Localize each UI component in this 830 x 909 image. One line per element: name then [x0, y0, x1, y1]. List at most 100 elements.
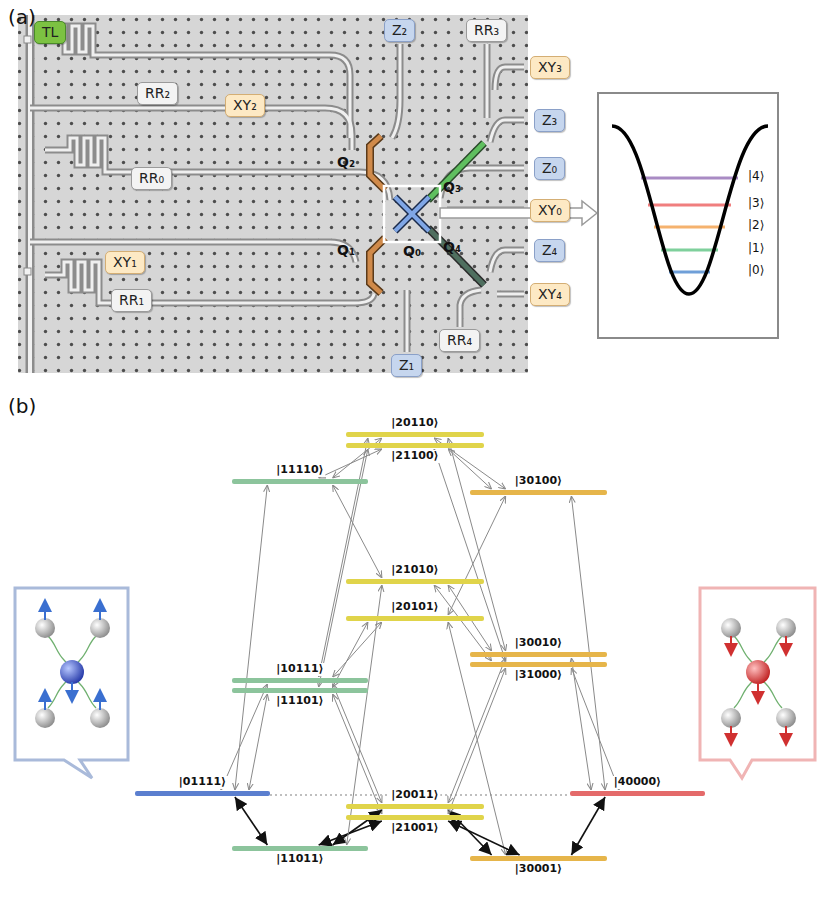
- energy-level: |20110⟩: [346, 432, 484, 437]
- cpw-line: [30, 26, 524, 352]
- spin-cluster: [734, 636, 782, 708]
- energy-level: |10111⟩: [232, 678, 368, 683]
- state-label: |40000⟩: [612, 776, 663, 789]
- level-2: [654, 226, 725, 229]
- energy-level: |30001⟩: [470, 856, 607, 861]
- illustration-part: [785, 726, 787, 740]
- chip-ground: [18, 15, 528, 373]
- transmission-line: [28, 15, 32, 373]
- energy-level: |21001⟩: [346, 815, 484, 820]
- port-tag: XY₃: [530, 56, 570, 79]
- qubit-q1: [370, 238, 385, 293]
- callout-box: [700, 588, 815, 778]
- level-label: |1⟩: [748, 242, 764, 255]
- spin-arrow: [45, 605, 100, 710]
- qubit-q4: [428, 228, 484, 285]
- panel-label: (b): [8, 395, 36, 417]
- state-label: |11101⟩: [274, 695, 325, 708]
- qubit-label: Q₃: [443, 180, 461, 195]
- energy-level: |21010⟩: [346, 579, 484, 584]
- port-tag: TL: [34, 21, 66, 44]
- qubit-q4: [428, 228, 484, 285]
- port-tag: Z₀: [534, 157, 565, 180]
- transition-arrow: [319, 438, 368, 677]
- illustration-part: [35, 708, 55, 728]
- transition-arrow: [571, 797, 605, 855]
- level-label: |0⟩: [748, 264, 764, 277]
- transition-arrow: [448, 658, 506, 803]
- state-label: |21100⟩: [389, 450, 440, 463]
- spin-sphere: [35, 618, 110, 728]
- state-label: |20101⟩: [389, 601, 440, 614]
- qubit-q3: [428, 143, 484, 200]
- transition-arrow: [448, 821, 520, 855]
- transition-arrow: [434, 585, 492, 661]
- energy-level: |40000⟩: [570, 791, 705, 796]
- qubit-q0: [395, 197, 429, 231]
- callout-box: [15, 588, 128, 778]
- illustration-part: [776, 708, 796, 728]
- zoom-arrow: [440, 201, 597, 225]
- port-tag: RR₀: [131, 167, 172, 190]
- port-name: XY₄: [538, 286, 562, 302]
- port-name: XY₂: [233, 97, 257, 113]
- transition-arrow: [448, 668, 506, 814]
- state-label: |30010⟩: [513, 637, 564, 650]
- energy-level: |01111⟩: [135, 791, 270, 796]
- illustration-part: [776, 618, 796, 638]
- illustration-part: [721, 708, 741, 728]
- zoom-box: [384, 186, 440, 242]
- transition-arrow: [221, 684, 267, 790]
- level-1: [661, 249, 718, 252]
- illustration-part: [24, 268, 31, 275]
- port-name: XY₀: [538, 202, 562, 218]
- transition-arrow: [333, 694, 382, 814]
- port-name: RR₂: [145, 85, 170, 101]
- port-name: RR₀: [139, 170, 164, 186]
- transition-arrow: [333, 622, 382, 677]
- level-0: [669, 271, 710, 274]
- port-name: Z₁: [399, 357, 414, 373]
- qubit-q1: [370, 238, 385, 293]
- illustration-part: [90, 618, 110, 638]
- qubit-q2: [370, 136, 385, 190]
- illustration-part: [757, 683, 759, 698]
- port-name: XY₁: [113, 254, 137, 270]
- transition-arrow: [249, 694, 267, 790]
- illustration-part: [71, 682, 73, 697]
- spin-arrow: [731, 636, 786, 740]
- state-label: |21010⟩: [389, 564, 440, 577]
- level-label: |4⟩: [748, 170, 764, 183]
- energy-level: |11101⟩: [232, 688, 368, 693]
- energy-level: |11011⟩: [232, 846, 368, 851]
- state-label: |20110⟩: [389, 417, 440, 430]
- state-label: |31000⟩: [513, 669, 564, 682]
- state-label: |30100⟩: [513, 475, 564, 488]
- transition-arrow: [333, 684, 382, 803]
- qubit-label: Q₁: [337, 243, 355, 258]
- port-name: RR₃: [474, 22, 499, 38]
- port-name: RR₄: [447, 332, 472, 348]
- port-name: Z₂: [392, 22, 407, 38]
- qubit-q0: [395, 197, 429, 231]
- illustration-part: [721, 618, 741, 638]
- port-name: Z₃: [542, 112, 557, 128]
- transition-arrow: [434, 449, 506, 661]
- transition-arrow: [571, 496, 605, 790]
- transition-arrow: [448, 496, 506, 615]
- state-label: |01111⟩: [177, 776, 228, 789]
- potential-well: [612, 126, 768, 294]
- port-tag: RR₁: [111, 289, 152, 312]
- state-label: |21001⟩: [389, 822, 440, 835]
- illustration-part: [746, 660, 770, 684]
- illustration-part: [90, 708, 110, 728]
- level-3: [648, 204, 731, 207]
- port-name: Z₀: [542, 160, 557, 176]
- energy-level: |31000⟩: [470, 662, 607, 667]
- spin-cluster: [48, 636, 96, 708]
- energy-level: |20101⟩: [346, 616, 484, 621]
- level-label: |2⟩: [748, 219, 764, 232]
- state-label: |11110⟩: [274, 464, 325, 477]
- illustration-part: [44, 695, 46, 710]
